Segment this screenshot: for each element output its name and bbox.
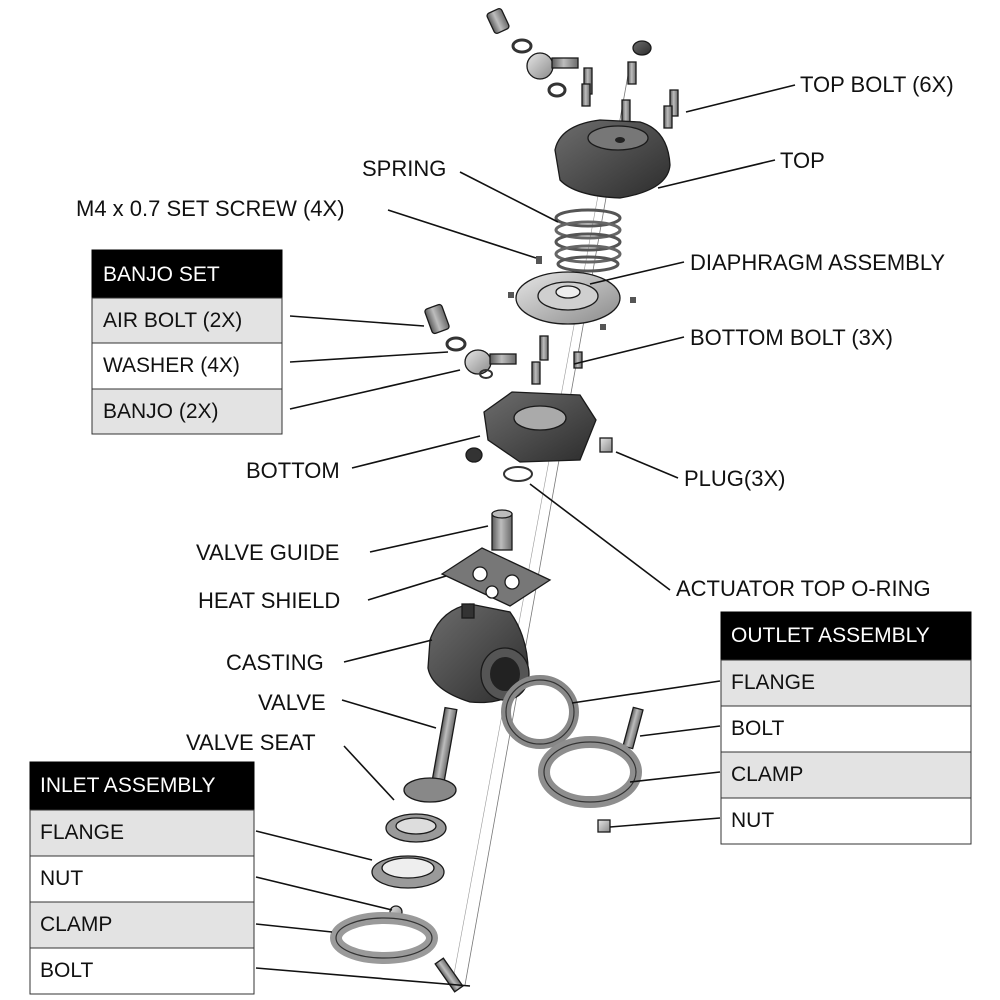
banjo-set-item: BANJO (2X) [103,400,219,423]
banjo-set-table: BANJO SET AIR BOLT (2X) WASHER (4X) BANJ… [91,249,283,435]
label-diaphragm-assembly: DIAPHRAGM ASSEMBLY [690,250,945,275]
inlet-assembly-item: FLANGE [40,821,124,844]
label-casting: CASTING [226,650,324,675]
leader-lines [255,84,796,987]
top-cap [554,119,671,199]
banjo-set-title: BANJO SET [103,263,220,286]
banjo-set-parts [424,303,517,379]
label-actuator-oring: ACTUATOR TOP O-RING [676,576,931,601]
label-valve-guide: VALVE GUIDE [196,540,339,565]
callout-labels: TOP BOLT (6X) TOP SPRING M4 x 0.7 SET SC… [76,72,954,755]
label-top-bolt: TOP BOLT (6X) [800,72,954,97]
inlet-assembly-item: NUT [40,867,83,890]
banjo-set-item: WASHER (4X) [103,354,240,377]
diaphragm-assembly [515,271,621,325]
inlet-assembly-item: CLAMP [40,913,112,936]
valve [403,706,458,803]
label-spring: SPRING [362,156,446,181]
actuator-oring [503,466,533,482]
label-bottom-bolt: BOTTOM BOLT (3X) [690,325,893,350]
outlet-clamp [538,736,642,808]
outlet-assembly-item: BOLT [731,717,784,740]
label-valve-seat: VALVE SEAT [186,730,316,755]
heat-shield [440,547,552,607]
bottom-housing [465,391,597,463]
outlet-assembly-item: FLANGE [731,671,815,694]
outlet-bolt [622,706,644,750]
inlet-assembly-table: INLET ASSEMBLY FLANGE NUT CLAMP BOLT [29,761,255,995]
inlet-flange [371,855,445,889]
label-set-screw: M4 x 0.7 SET SCREW (4X) [76,196,345,221]
outlet-assembly-item: CLAMP [731,763,803,786]
label-bottom: BOTTOM [246,458,340,483]
inlet-clamp [330,912,438,964]
outlet-flange [501,675,579,749]
label-valve: VALVE [258,690,326,715]
label-top: TOP [780,148,825,173]
banjo-set-top [486,7,579,98]
banjo-set-item: AIR BOLT (2X) [103,309,242,332]
inlet-bolt [434,957,464,993]
outlet-assembly-title: OUTLET ASSEMBLY [731,624,930,647]
valve-seat [385,813,447,843]
inlet-assembly-item: BOLT [40,959,93,982]
label-plug: PLUG(3X) [684,466,785,491]
outlet-assembly-table: OUTLET ASSEMBLY FLANGE BOLT CLAMP NUT [720,611,972,845]
label-heat-shield: HEAT SHIELD [198,588,340,613]
inlet-assembly-title: INLET ASSEMBLY [40,774,215,797]
plugs [599,437,613,453]
outlet-nut [597,819,611,833]
set-screws [508,256,636,330]
top-bolts [581,40,679,129]
bottom-bolts [531,335,583,385]
valve-guide [491,509,513,551]
spring [554,208,622,273]
outlet-assembly-item: NUT [731,809,774,832]
